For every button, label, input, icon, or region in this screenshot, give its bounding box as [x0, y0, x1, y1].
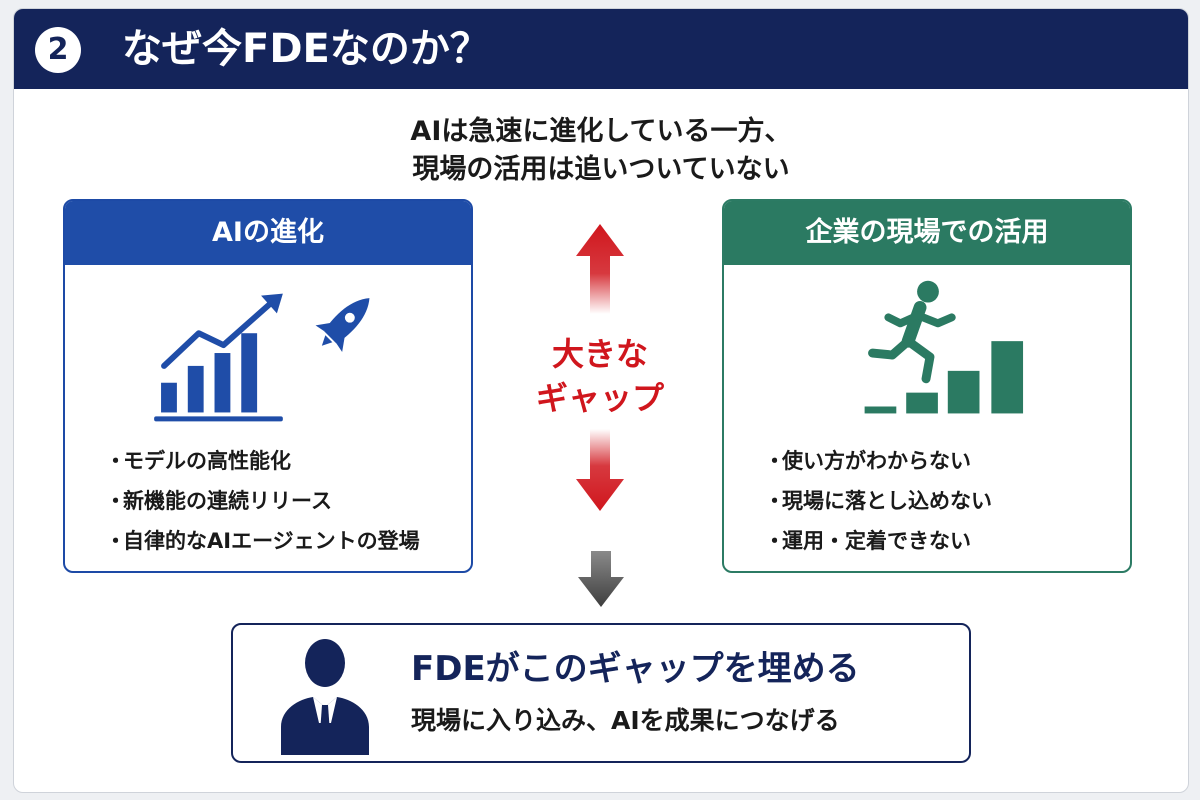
- rocket-icon: [315, 298, 370, 353]
- step: [864, 406, 897, 414]
- conclusion-box: FDEがこのギャップを埋める 現場に入り込み、AIを成果につなげる: [231, 623, 971, 763]
- step: [991, 341, 1024, 414]
- ai-evolution-panel-title: AIの進化: [65, 201, 471, 265]
- workplace-usage-list: ・使い方がわからない ・現場に落とし込めない ・運用・定着できない: [764, 441, 992, 561]
- ai-evolution-panel: AIの進化 ・モデルの高性能化 ・新機能の連続リリース ・自律的なAIエージェン…: [63, 199, 473, 573]
- step: [947, 370, 980, 414]
- gap-label-line-1: 大きな: [551, 335, 648, 373]
- chart-bar: [187, 365, 204, 413]
- step: [906, 392, 938, 414]
- runner-stairs-icon: [864, 280, 1024, 414]
- arrow-down-icon: [576, 429, 624, 511]
- list-item: ・運用・定着できない: [764, 529, 971, 553]
- header-bar: 2 なぜ今FDEなのか？: [14, 9, 1188, 89]
- list-item: ・使い方がわからない: [764, 449, 971, 473]
- chart-baseline: [154, 416, 283, 422]
- gap-label: 大きな ギャップ: [510, 332, 690, 420]
- conclusion-subtext: 現場に入り込み、AIを成果につなげる: [411, 706, 840, 735]
- workplace-usage-panel-title: 企業の現場での活用: [724, 201, 1130, 265]
- gap-label-line-2: ギャップ: [535, 379, 664, 417]
- workplace-usage-panel: 企業の現場での活用 ・使い方がわからない ・現場に落とし込めない ・運用・定着で…: [722, 199, 1132, 573]
- businessman-icon: [281, 639, 369, 755]
- chart-bar: [161, 382, 177, 413]
- trend-arrowhead: [261, 293, 283, 314]
- chart-bar: [241, 333, 258, 413]
- chart-bar: [214, 353, 231, 413]
- gap-indicator: 大きな ギャップ: [510, 214, 690, 514]
- list-item: ・自律的なAIエージェントの登場: [105, 529, 420, 553]
- arrow-up-icon: [576, 224, 624, 314]
- slide-frame: 2 なぜ今FDEなのか？ AIは急速に進化している一方、 現場の活用は追いついて…: [13, 8, 1189, 793]
- runner-figure: [868, 280, 956, 384]
- conclusion-headline: FDEがこのギャップを埋める: [411, 649, 860, 689]
- list-item: ・モデルの高性能化: [105, 449, 291, 473]
- arrow-down-icon: [578, 551, 624, 607]
- ai-evolution-list: ・モデルの高性能化 ・新機能の連続リリース ・自律的なAIエージェントの登場: [105, 441, 420, 561]
- page-title: なぜ今FDEなのか？: [122, 26, 490, 72]
- trend-line: [161, 296, 278, 369]
- lead-line-2: 現場の活用は追いついていない: [412, 154, 790, 185]
- growth-chart-icon: [154, 293, 370, 422]
- list-item: ・現場に落とし込めない: [764, 489, 992, 513]
- lead-line-1: AIは急速に進化している一方、: [410, 116, 792, 147]
- section-number-badge: 2: [35, 27, 81, 73]
- lead-text: AIは急速に進化している一方、 現場の活用は追いついていない: [14, 113, 1188, 189]
- list-item: ・新機能の連続リリース: [105, 489, 332, 513]
